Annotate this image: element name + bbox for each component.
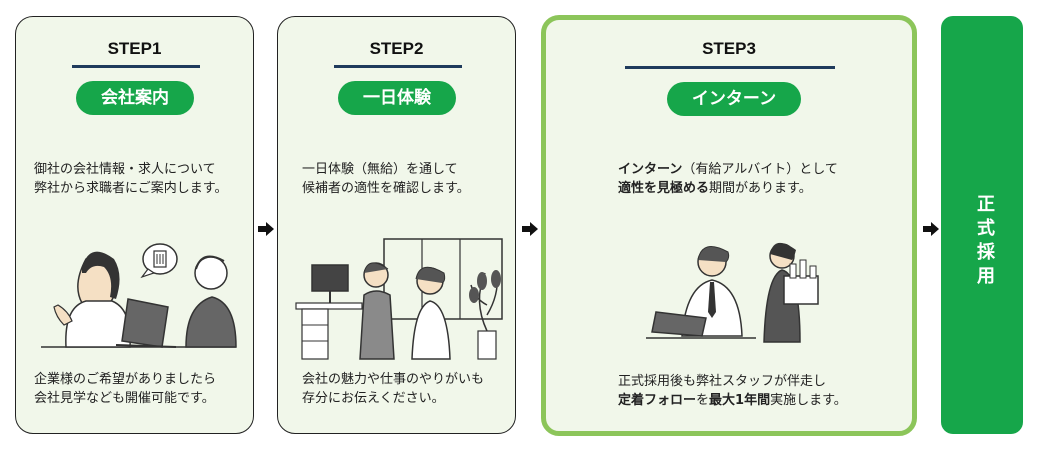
step3-desc-top-line1-text: （有給アルバイト）として: [682, 162, 838, 177]
step2-desc-bottom-line1: 会社の魅力や仕事のやりがいも: [302, 372, 485, 387]
step3-desc-bottom-bold2: 最大1年間: [709, 393, 771, 408]
step3-desc-bottom-text2: 実施します。: [770, 393, 847, 408]
step3-desc-bottom-bold1: 定着フォロー: [618, 393, 697, 408]
step3-label-pill: インターン: [667, 82, 801, 116]
step1-desc-top-line2: 弊社から求職者にご案内します。: [34, 181, 228, 196]
step1-label-pill: 会社案内: [76, 81, 194, 115]
step2-card: STEP2 一日体験 一日体験（無給）を通して 候補者の適性を確認します。 会社…: [277, 16, 516, 434]
step3-desc-top-line1-bold: インターン: [618, 162, 683, 177]
step3-desc-top-line2: 適性を見極める期間があります。: [618, 179, 838, 198]
step1-desc-bottom: 企業様のご希望がありましたら 会社見学なども開催可能です。: [34, 370, 216, 408]
step2-desc-top: 一日体験（無給）を通して 候補者の適性を確認します。: [302, 160, 470, 198]
step3-desc-top-line2-bold: 適性を見極める: [618, 181, 710, 196]
consultation-illustration: [41, 243, 237, 348]
step1-desc-bottom-line1: 企業様のご希望がありましたら: [34, 372, 217, 387]
step2-label-pill: 一日体験: [338, 81, 456, 115]
step3-desc-bottom-line2: 定着フォローを最大1年間実施します。: [618, 391, 847, 410]
step2-desc-bottom-line2: 存分にお伝えください。: [302, 391, 445, 406]
step3-desc-bottom-text1: を: [696, 393, 710, 408]
step2-title: STEP2: [369, 39, 424, 58]
step3-desc-top-line2-text: 期間があります。: [709, 181, 812, 196]
step3-desc-top-line1: インターン（有給アルバイト）として: [618, 160, 838, 179]
office-tour-illustration: [295, 238, 503, 360]
step3-underline: [625, 66, 835, 69]
step1-desc-top: 御社の会社情報・求人について 弊社から求職者にご案内します。: [34, 160, 227, 198]
step2-underline: [334, 65, 462, 68]
step3-desc-top: インターン（有給アルバイト）として 適性を見極める期間があります。: [618, 160, 838, 198]
step1-desc-top-line1: 御社の会社情報・求人について: [34, 162, 216, 177]
step1-underline: [72, 65, 200, 68]
final-hire-box: 正式採用: [941, 16, 1023, 434]
step2-desc-top-line1: 一日体験（無給）を通して: [302, 162, 458, 177]
step2-desc-bottom: 会社の魅力や仕事のやりがいも 存分にお伝えください。: [302, 370, 484, 408]
final-hire-label: 正式採用: [974, 194, 995, 290]
step1-title: STEP1: [107, 39, 162, 58]
step1-desc-bottom-line2: 会社見学なども開催可能です。: [34, 391, 215, 406]
step1-card: STEP1 会社案内 御社の会社情報・求人について 弊社から求職者にご案内します…: [15, 16, 254, 434]
step3-card: STEP3 インターン インターン（有給アルバイト）として 適性を見極める期間が…: [541, 15, 917, 436]
speech-bubble-icon: [140, 243, 178, 279]
step3-title: STEP3: [702, 39, 756, 58]
intern-work-illustration: [646, 242, 819, 343]
step2-desc-top-line2: 候補者の適性を確認します。: [302, 181, 470, 196]
step3-desc-bottom-line1: 正式採用後も弊社スタッフが伴走し: [618, 374, 827, 389]
step3-desc-bottom: 正式採用後も弊社スタッフが伴走し 定着フォローを最大1年間実施します。: [618, 372, 847, 410]
